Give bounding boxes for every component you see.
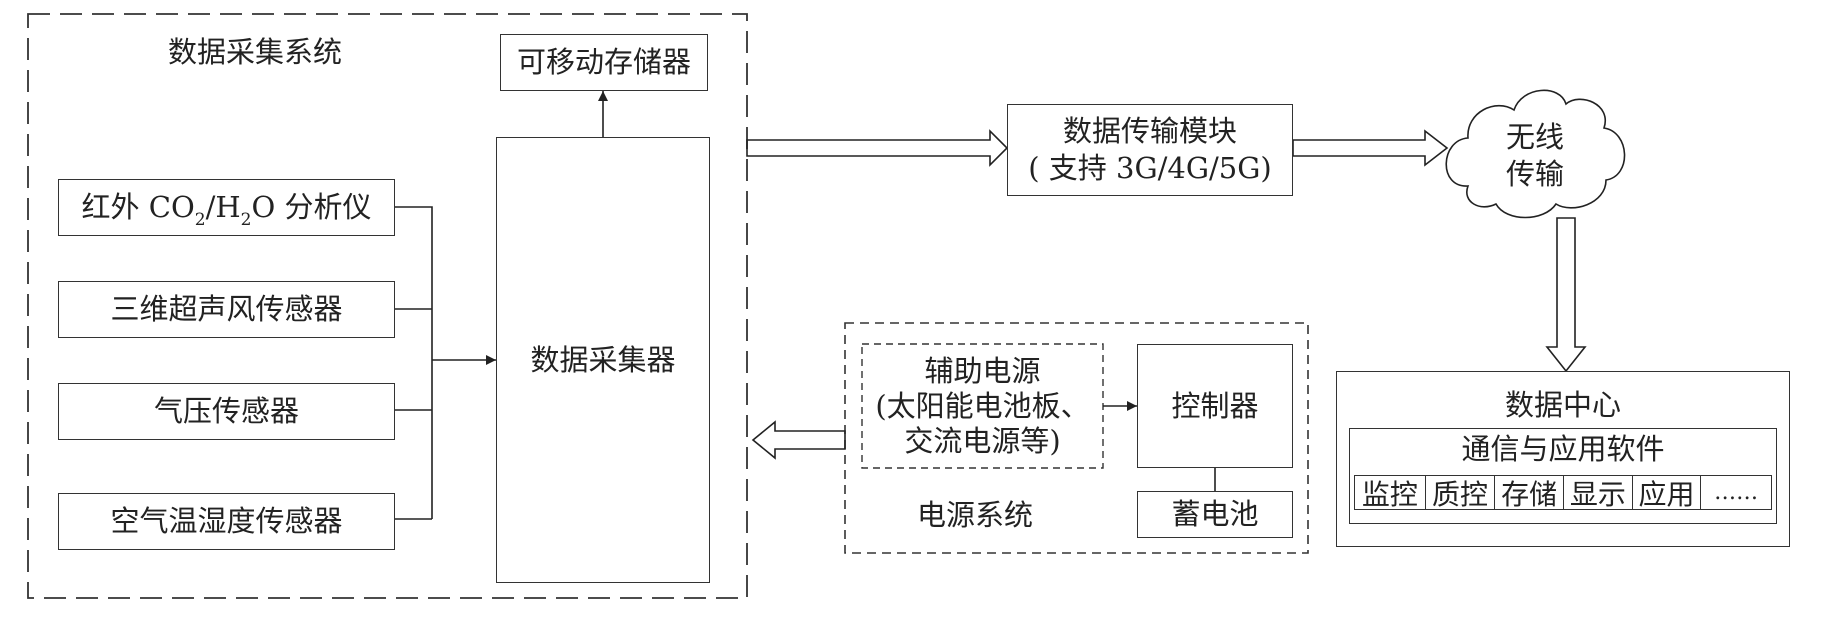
ir-analyzer-box: 红外 CO2/H2O 分析仪 — [58, 179, 395, 236]
hollow-arrow-power-feed — [751, 420, 846, 460]
controller-box: 控制器 — [1137, 344, 1293, 468]
battery-label: 蓄电池 — [1171, 497, 1259, 531]
hollow-arrow-to-cloud — [1292, 129, 1449, 167]
aux-power-line2: (太阳能电池板、 — [875, 388, 1090, 423]
aux-power-line3: 交流电源等) — [904, 423, 1061, 458]
hollow-arrow-to-data-center — [1545, 217, 1587, 373]
battery-box: 蓄电池 — [1137, 491, 1293, 538]
data-logger-label: 数据采集器 — [530, 342, 676, 377]
module-display: 显示 — [1564, 476, 1633, 511]
pressure-sensor-box: 气压传感器 — [58, 383, 395, 440]
hollow-arrow-to-transmission — [746, 129, 1009, 167]
wireless-cloud-shape — [1445, 89, 1626, 219]
wireless-line2: 传输 — [1505, 157, 1564, 191]
software-box: 通信与应用软件 监控 质控 存储 显示 应用 …… — [1349, 428, 1777, 524]
power-system-frame — [844, 322, 1309, 554]
data-center-title: 数据中心 — [1504, 388, 1621, 422]
transmission-module-box: 数据传输模块 ( 支持 3G/4G/5G) — [1007, 104, 1293, 196]
transmission-module-line2: ( 支持 3G/4G/5G) — [1028, 151, 1272, 185]
module-application: 应用 — [1633, 476, 1702, 511]
sonic-anemometer-label: 三维超声风传感器 — [110, 292, 343, 326]
software-modules-row: 监控 质控 存储 显示 应用 …… — [1354, 475, 1772, 511]
wireless-line1: 无线 — [1505, 120, 1564, 154]
software-title: 通信与应用软件 — [1461, 432, 1665, 466]
wireless-cloud-label: 无线 传输 — [1480, 116, 1590, 196]
controller-label: 控制器 — [1171, 388, 1259, 423]
module-storage: 存储 — [1495, 476, 1564, 511]
transmission-module-line1: 数据传输模块 — [1062, 114, 1237, 148]
module-monitoring: 监控 — [1355, 476, 1426, 511]
acquisition-system-frame — [27, 13, 748, 599]
aux-power-label: 辅助电源 (太阳能电池板、 交流电源等) — [862, 344, 1103, 468]
temp-humidity-label: 空气温湿度传感器 — [110, 504, 343, 538]
data-center-box: 数据中心 通信与应用软件 监控 质控 存储 显示 应用 …… — [1336, 371, 1790, 547]
pressure-sensor-label: 气压传感器 — [153, 394, 299, 428]
acquisition-system-title: 数据采集系统 — [168, 35, 343, 69]
sonic-anemometer-box: 三维超声风传感器 — [58, 281, 395, 338]
module-quality-control: 质控 — [1426, 476, 1496, 511]
removable-storage-label: 可移动存储器 — [516, 45, 691, 79]
aux-power-line1: 辅助电源 — [924, 353, 1041, 388]
data-logger-box: 数据采集器 — [496, 137, 710, 583]
module-more: …… — [1714, 480, 1759, 505]
sensor-bus — [395, 206, 496, 520]
ir-analyzer-label: 红外 CO2/H2O 分析仪 — [81, 190, 372, 230]
removable-storage-box: 可移动存储器 — [500, 34, 708, 91]
temp-humidity-box: 空气温湿度传感器 — [58, 493, 395, 550]
power-system-title: 电源系统 — [917, 498, 1034, 532]
